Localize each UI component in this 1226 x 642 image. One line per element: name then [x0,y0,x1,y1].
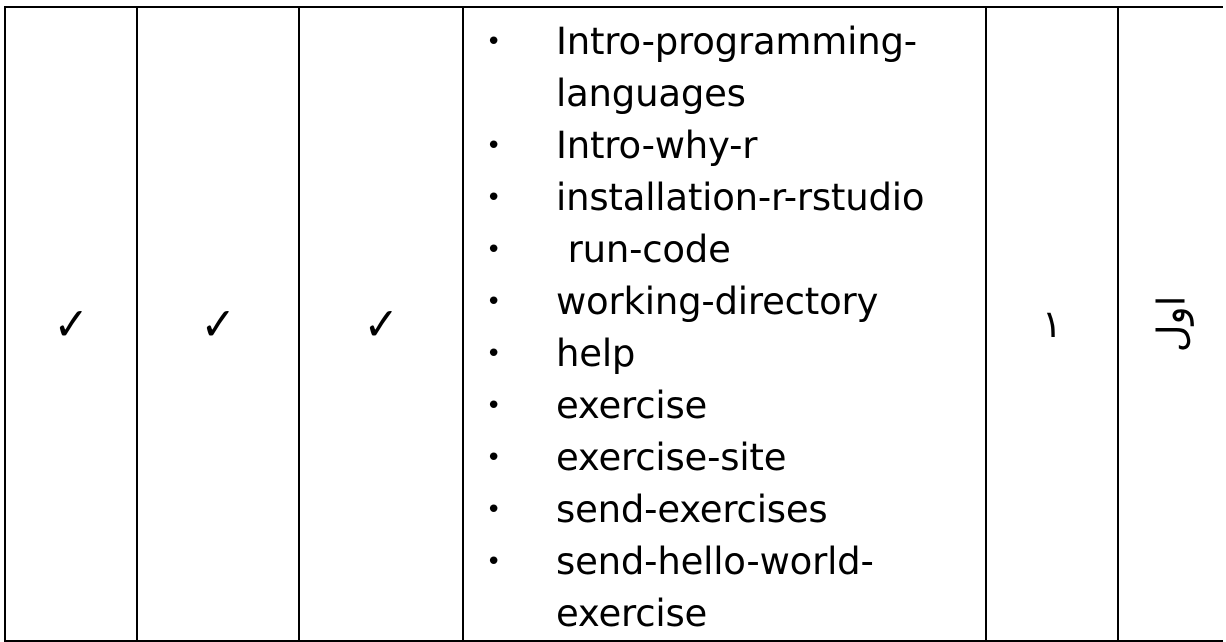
list-item: • help [464,328,985,380]
table-row: ✓ ✓ ✓ • Intro-programming-languages • Intro… [4,6,1223,642]
bullet-icon: • [486,287,502,317]
list-item: • run-code [464,224,985,276]
bullet-icon: • [486,443,502,473]
topics-list: • Intro-programming-languages • Intro-why-r… [464,8,985,640]
bullet-icon: • [486,183,502,213]
bullet-icon: • [486,235,502,265]
topic-label: run-code [556,228,731,271]
bullet-icon: • [486,27,502,57]
session-table: ✓ ✓ ✓ • Intro-programming-languages • Intro… [4,6,1223,642]
bullet-icon: • [486,131,502,161]
table-cell-session-ordinal: اول [1117,6,1223,642]
list-item: • exercise [464,380,985,432]
list-item: • send-exercises [464,484,985,536]
topic-label: working-directory [556,280,879,323]
bullet-icon: • [486,495,502,525]
bullet-icon: • [486,391,502,421]
topic-label: Intro-programming-languages [556,20,917,115]
topic-label: send-exercises [556,488,828,531]
table-cell-check-2[interactable]: ✓ [136,6,300,642]
list-item: • Intro-why-r [464,120,985,172]
topic-label: send-hello-world-exercise [556,540,874,635]
table-cell-check-1[interactable]: ✓ [4,6,138,642]
topic-label: help [556,332,636,375]
topic-label: installation-r-rstudio [556,176,925,219]
table-cell-topics: • Intro-programming-languages • Intro-why-r… [462,6,987,642]
list-item: • exercise-site [464,432,985,484]
list-item: • working-directory [464,276,985,328]
checkmark-icon-1: ✓ [53,297,89,351]
session-ordinal-value: اول [1149,295,1193,353]
list-item: • installation-r-rstudio [464,172,985,224]
checkmark-icon-3: ✓ [363,297,399,351]
topic-label: exercise-site [556,436,787,479]
table-cell-session-number: ١ [985,6,1119,642]
session-number-value: ١ [1041,302,1063,346]
checkmark-icon-2: ✓ [200,297,236,351]
list-item: • send-hello-world-exercise [464,536,985,640]
topic-label: exercise [556,384,708,427]
bullet-icon: • [486,339,502,369]
document-page: ✓ ✓ ✓ • Intro-programming-languages • Intro… [4,6,1223,642]
bullet-icon: • [486,547,502,577]
list-item: • Intro-programming-languages [464,16,985,120]
topic-label: Intro-why-r [556,124,758,167]
table-cell-check-3[interactable]: ✓ [298,6,464,642]
